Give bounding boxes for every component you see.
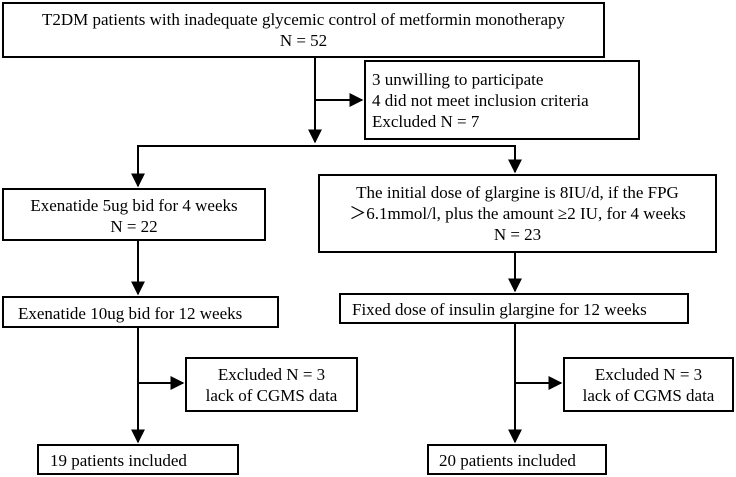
exenatide-initial-box: Exenatide 5ug bid for 4 weeks N = 22 <box>2 188 266 241</box>
glargine-initial-regimen: The initial dose of glargine is 8IU/d, i… <box>356 183 679 202</box>
unwilling-reason: 3 unwilling to participate <box>372 70 544 89</box>
glargine-exclusion-reason: lack of CGMS data <box>582 386 715 405</box>
enrollment-description: T2DM patients with inadequate glycemic c… <box>41 10 566 29</box>
exenatide-initial-count: N = 22 <box>110 217 158 236</box>
excluded-count: Excluded N = 7 <box>372 112 480 131</box>
glargine-excluded-count: Excluded N = 3 <box>594 365 703 384</box>
exenatide-exclusion-box: Excluded N = 3 lack of CGMS data <box>185 357 358 412</box>
exenatide-followup-regimen: Exenatide 10ug bid for 12 weeks <box>18 304 243 323</box>
enrollment-box: T2DM patients with inadequate glycemic c… <box>2 2 605 58</box>
exenatide-followup-box: Exenatide 10ug bid for 12 weeks <box>2 296 279 328</box>
exenatide-included-count: 19 patients included <box>50 451 187 470</box>
glargine-included-box: 20 patients included <box>427 444 607 475</box>
exenatide-included-box: 19 patients included <box>37 444 239 475</box>
enrollment-count: N = 52 <box>279 31 328 50</box>
glargine-included-count: 20 patients included <box>439 451 576 470</box>
exenatide-excluded-count: Excluded N = 3 <box>217 365 326 384</box>
glargine-initial-box: The initial dose of glargine is 8IU/d, i… <box>318 174 717 253</box>
glargine-initial-count: N = 23 <box>493 225 542 244</box>
glargine-titration-rule: ＞6.1mmol/l, plus the amount ≥2 IU, for 4… <box>349 204 686 223</box>
initial-exclusion-box: 3 unwilling to participate 4 did not mee… <box>364 60 640 140</box>
glargine-followup-box: Fixed dose of insulin glargine for 12 we… <box>339 293 689 324</box>
glargine-followup-regimen: Fixed dose of insulin glargine for 12 we… <box>352 300 647 319</box>
exenatide-initial-regimen: Exenatide 5ug bid for 4 weeks <box>30 196 238 215</box>
exenatide-exclusion-reason: lack of CGMS data <box>205 386 338 405</box>
glargine-exclusion-box: Excluded N = 3 lack of CGMS data <box>563 357 734 412</box>
criteria-reason: 4 did not meet inclusion criteria <box>372 91 589 110</box>
